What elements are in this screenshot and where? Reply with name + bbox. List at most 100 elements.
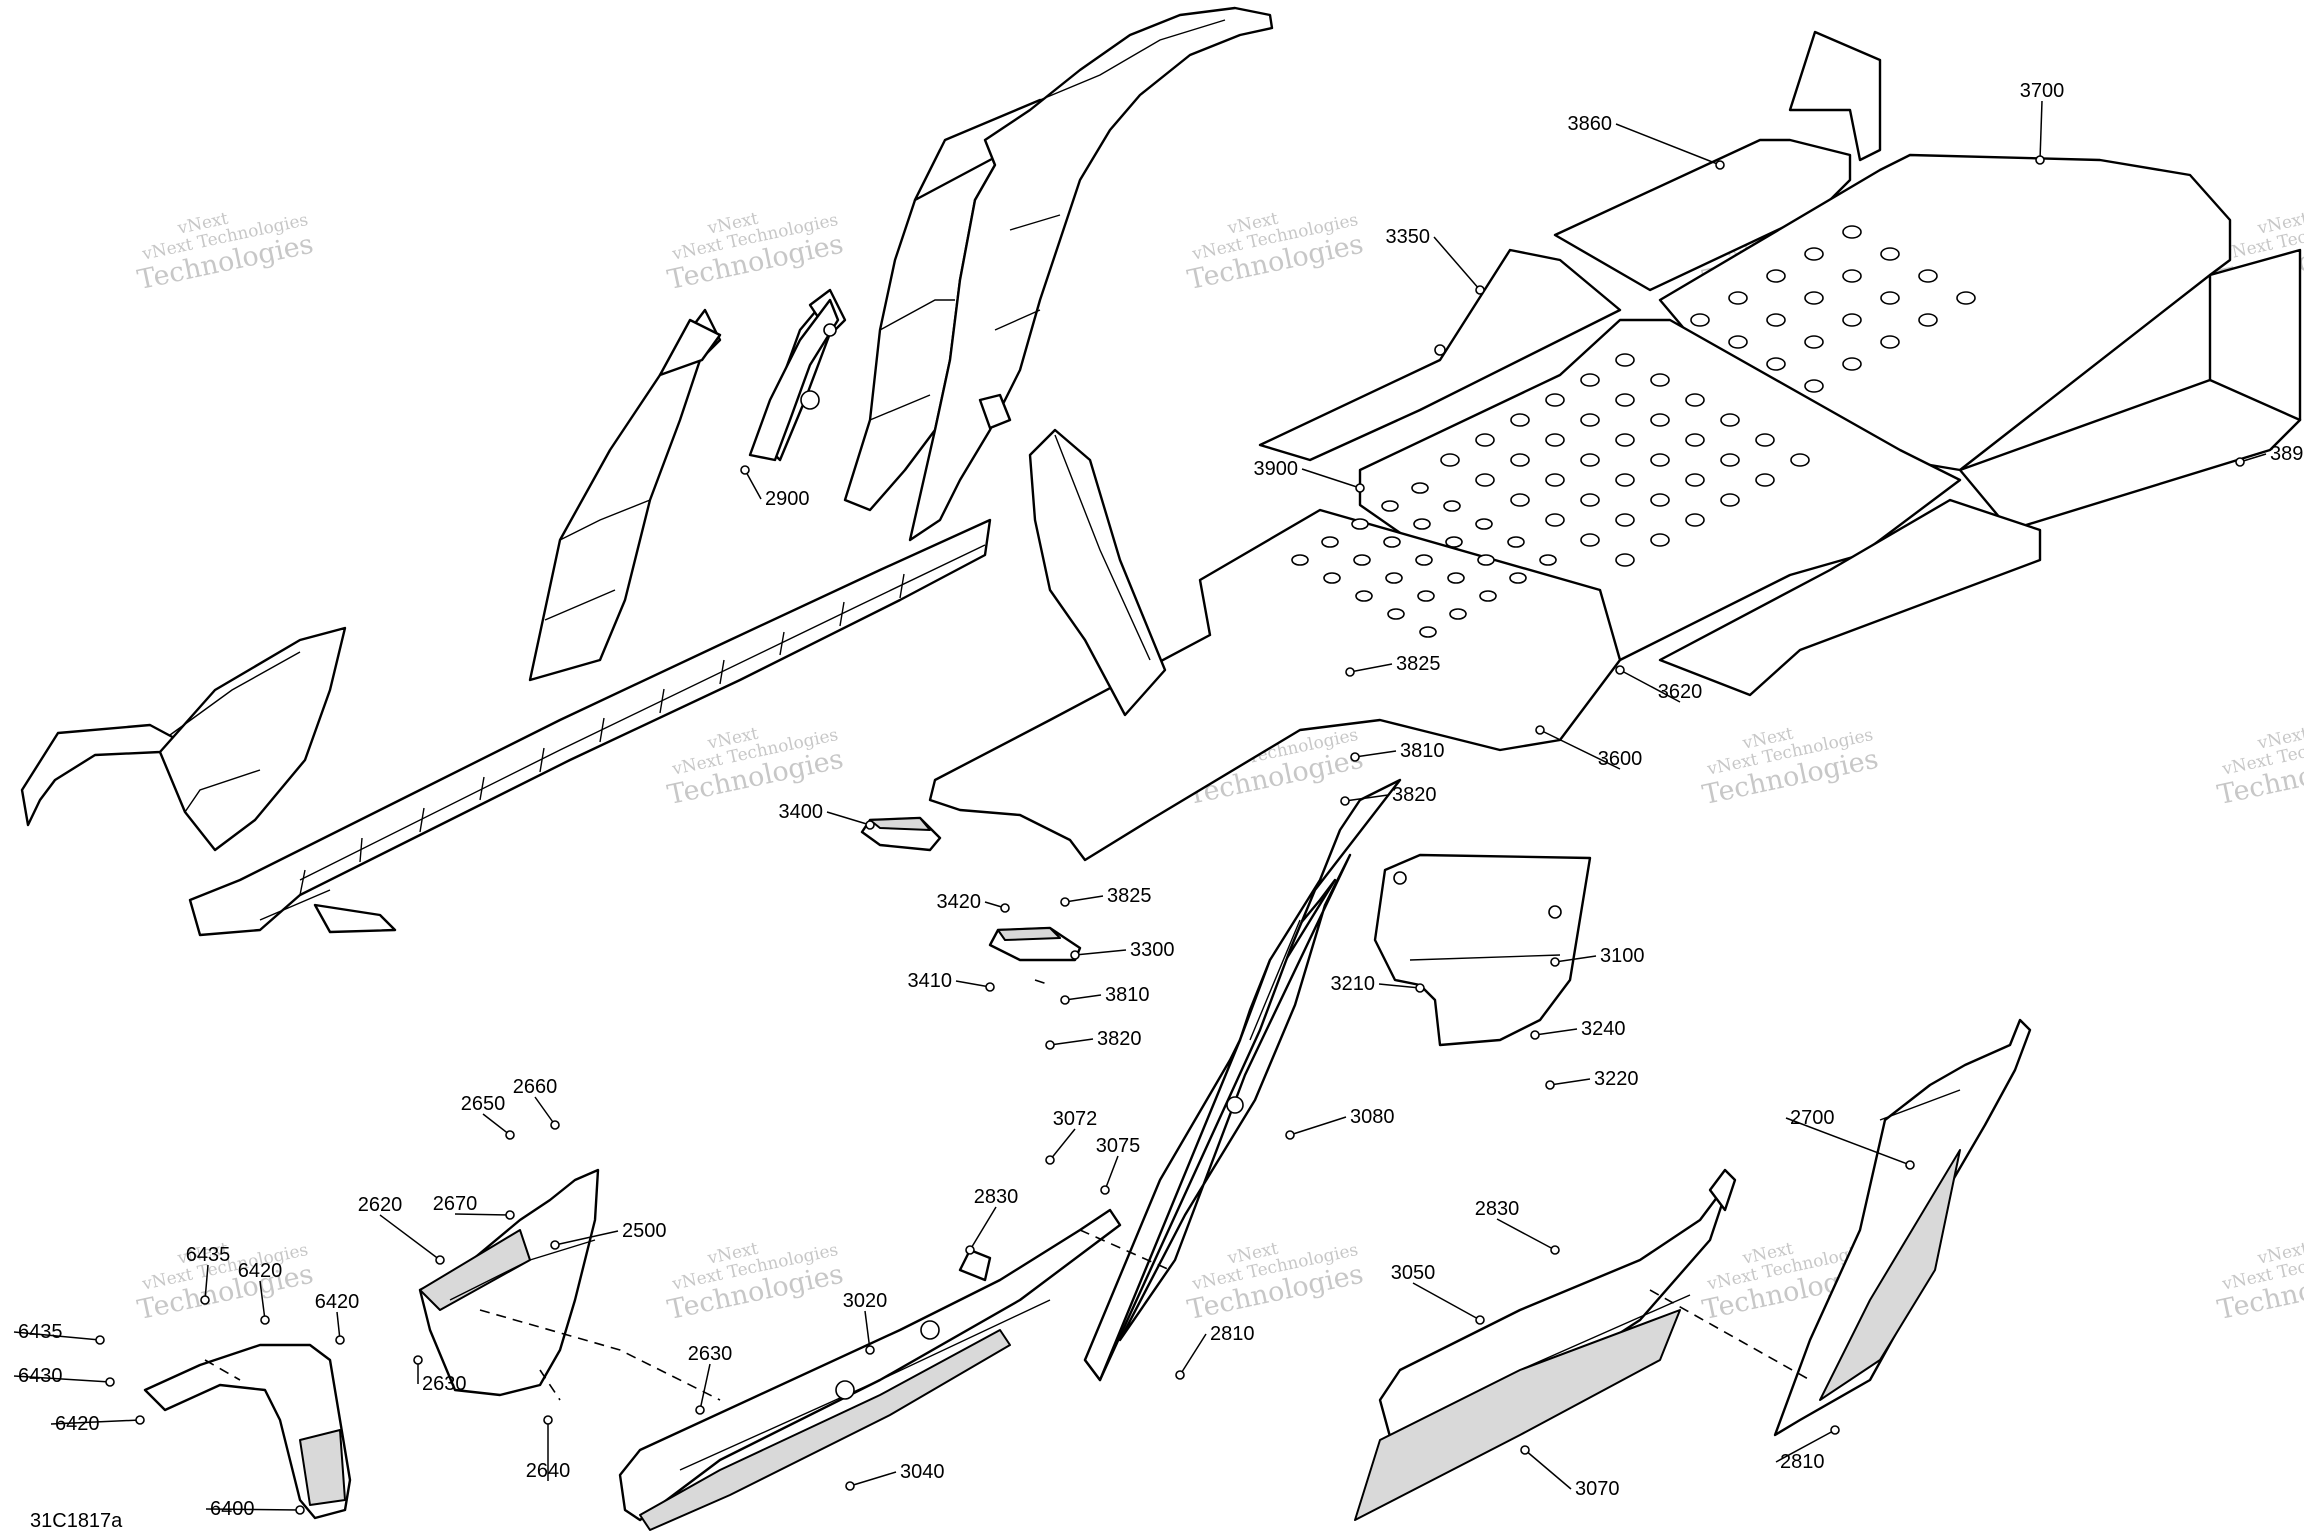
fastener-3075 (1100, 1185, 1110, 1195)
panel-hole (1415, 554, 1433, 566)
callout-3860: 3860 (1568, 113, 1613, 135)
callout-6400: 6400 (210, 1498, 255, 1520)
part-3100-liner (1373, 853, 1592, 1047)
panel-hole (1443, 500, 1461, 512)
leader-3620 (1619, 669, 1681, 703)
panel-hole (1477, 554, 1495, 566)
callout-3350: 3350 (1386, 226, 1431, 248)
floor-side-panel (1028, 428, 1167, 717)
fastener-3600 (1535, 725, 1545, 735)
callout-3700: 3700 (2020, 80, 2065, 102)
fastener-3050 (1475, 1315, 1485, 1325)
callout-6420: 6420 (55, 1413, 100, 1435)
panel-hole (1880, 247, 1900, 261)
panel-hole (1728, 335, 1748, 349)
panel-hole (1545, 433, 1565, 447)
leader-3820 (1344, 794, 1389, 802)
panel-hole (1650, 413, 1670, 427)
callout-2830: 2830 (974, 1186, 1019, 1208)
panel-hole (1449, 608, 1467, 620)
panel-hole (1720, 493, 1740, 507)
panel-hole (1321, 536, 1339, 548)
part-2500-fender (418, 1168, 600, 1397)
panel-hole (1385, 572, 1403, 584)
panel-hole (1545, 393, 1565, 407)
part-3300-bracket (988, 926, 1082, 962)
panel-hole (1411, 482, 1429, 494)
leader-3050 (1412, 1282, 1481, 1321)
leader-2810 (1179, 1333, 1207, 1376)
panel-hole (1728, 291, 1748, 305)
callout-3400: 3400 (779, 801, 824, 823)
panel-hole (1353, 554, 1371, 566)
part-3020-rocker (618, 1208, 1122, 1531)
fastener-6435 (95, 1335, 105, 1345)
panel-hole (1755, 473, 1775, 487)
fastener-3700 (2035, 155, 2045, 165)
leader-3240 (1534, 1028, 1578, 1036)
leader-2810 (1775, 1429, 1836, 1463)
fastener-3020 (865, 1345, 875, 1355)
fastener-2810 (1830, 1425, 1840, 1435)
panel-hole (1475, 518, 1493, 530)
panel-hole (1685, 433, 1705, 447)
leader-3825 (1349, 663, 1393, 673)
panel-hole (1615, 393, 1635, 407)
callout-2830: 2830 (1475, 1198, 1520, 1220)
leader-2650 (482, 1113, 511, 1136)
panel-hole (1880, 335, 1900, 349)
leader-3350 (1433, 236, 1481, 291)
leader-3810 (1064, 994, 1102, 1001)
callout-3220: 3220 (1594, 1068, 1639, 1090)
leader-3210 (1378, 983, 1421, 989)
fastener-3825 (1060, 897, 1070, 907)
leader-6435 (13, 1331, 101, 1341)
panel-hole (1615, 353, 1635, 367)
panel-hole (1685, 513, 1705, 527)
panel-hole (1383, 536, 1401, 548)
fastener-2630 (695, 1405, 705, 1415)
callout-leaders (13, 100, 2267, 1515)
fastener-2500 (550, 1240, 560, 1250)
leader-3820 (1049, 1038, 1094, 1046)
callout-3600: 3600 (1598, 748, 1643, 770)
leader-2620 (379, 1214, 441, 1261)
fastener-2630 (413, 1355, 423, 1365)
part-3620-front-panel (1658, 498, 2042, 697)
leader-2630 (699, 1363, 711, 1411)
panel-hole (1650, 453, 1670, 467)
part-3050-door-skirt (1354, 1168, 1737, 1521)
callout-2640: 2640 (526, 1460, 571, 1482)
callout-2620: 2620 (358, 1194, 403, 1216)
panel-hole (1355, 590, 1373, 602)
callout-3620: 3620 (1658, 681, 1703, 703)
leader-3220 (1549, 1078, 1591, 1086)
callout-3420: 3420 (937, 891, 982, 913)
panel-hole (1956, 291, 1976, 305)
fastener-6435 (200, 1295, 210, 1305)
fastener-3080 (1285, 1130, 1295, 1140)
fastener-3420 (1000, 903, 1010, 913)
callout-3080: 3080 (1350, 1106, 1395, 1128)
leader-3072 (1049, 1128, 1076, 1161)
panel-hole (1615, 473, 1635, 487)
callout-3825: 3825 (1396, 653, 1441, 675)
panel-hole (1690, 313, 1710, 327)
callout-2700: 2700 (1790, 1107, 1835, 1129)
callout-3020: 3020 (843, 1290, 888, 1312)
panel-hole (1580, 373, 1600, 387)
fastener-2650 (505, 1130, 515, 1140)
part-3600-front-floor (928, 482, 1622, 862)
fastener-3300 (1070, 950, 1080, 960)
leader-6420 (259, 1280, 266, 1321)
leader-3020 (864, 1310, 871, 1351)
panel-hole (1510, 453, 1530, 467)
panel-hole (1842, 269, 1862, 283)
fastener-6420 (135, 1415, 145, 1425)
panel-hole (1804, 291, 1824, 305)
callout-3100: 3100 (1600, 945, 1645, 967)
leader-6435 (204, 1264, 209, 1301)
